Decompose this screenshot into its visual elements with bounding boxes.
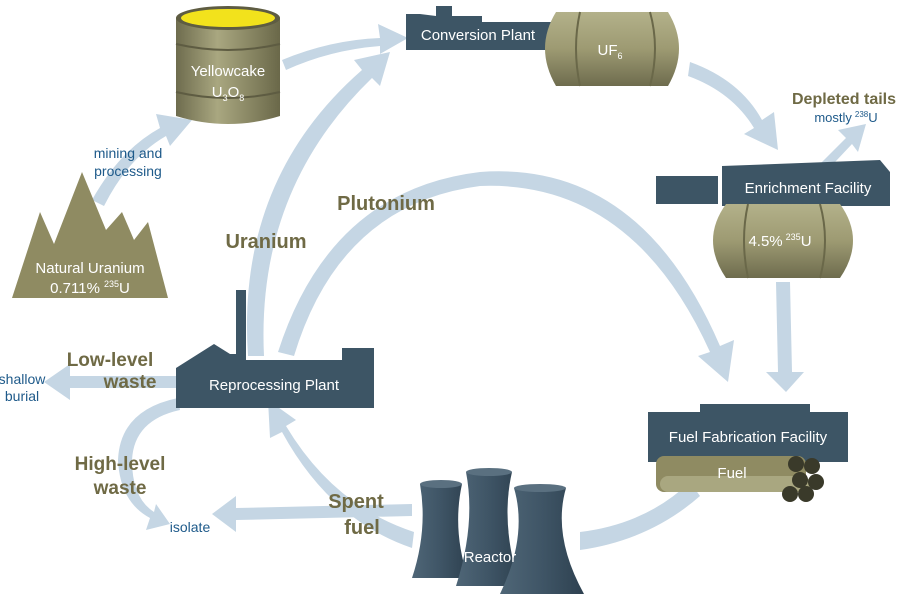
mining-label-line2: processing xyxy=(94,163,162,179)
arrow-fabrication-reactor xyxy=(580,482,700,550)
uranium-label: Uranium xyxy=(225,231,306,253)
arrow-low-level xyxy=(44,364,178,400)
reactor-label: Reactor xyxy=(464,549,517,566)
low-level-label-line1: Low-level xyxy=(67,350,154,371)
shallow-label-line2: burial xyxy=(5,388,39,404)
yellowcake-formula: U3O8 xyxy=(212,84,245,103)
spent-fuel-label-line2: fuel xyxy=(344,517,380,539)
enriched-tank: 4.5%235U xyxy=(713,203,853,279)
fuel-rods: Fuel xyxy=(656,456,824,502)
arrow-plutonium xyxy=(278,171,734,382)
fuel-label: Fuel xyxy=(717,465,746,482)
reprocessing-plant-label: Reprocessing Plant xyxy=(209,377,340,394)
low-level-label-line2: waste xyxy=(103,372,157,393)
arrow-conversion-enrichment xyxy=(688,62,778,150)
natural-uranium-mountain: Natural Uranium 0.711%235U xyxy=(12,172,168,298)
enrichment-facility: Enrichment Facility xyxy=(656,160,890,206)
arrow-spent-fuel xyxy=(268,400,414,548)
arrow-yellowcake-conversion xyxy=(282,24,408,70)
natural-uranium-label: Natural Uranium xyxy=(35,260,144,277)
high-level-label-line1: High-level xyxy=(75,454,166,475)
plutonium-label: Plutonium xyxy=(337,193,435,215)
shallow-label-line1: shallow xyxy=(0,371,46,387)
enriched-tank-label: 4.5%235U xyxy=(748,232,811,250)
conversion-plant-label: Conversion Plant xyxy=(421,27,536,44)
yellowcake-label: Yellowcake xyxy=(191,63,266,80)
natural-uranium-value: 0.711%235U xyxy=(50,279,130,297)
arrow-isolate xyxy=(212,496,412,532)
uf6-label: UF6 xyxy=(597,42,622,61)
spent-fuel-label-line1: Spent xyxy=(328,491,384,513)
arrow-uranium xyxy=(246,52,390,356)
yellowcake-drum: Yellowcake U3O8 xyxy=(175,6,281,124)
arrow-mining xyxy=(92,114,192,206)
arrow-enrichment-fabrication xyxy=(766,282,804,392)
enrichment-facility-label: Enrichment Facility xyxy=(745,180,872,197)
high-level-label-line2: waste xyxy=(93,478,147,499)
depleted-tails-label: Depleted tails xyxy=(792,91,896,108)
isolate-label: isolate xyxy=(170,519,211,535)
uf6-tank: UF6 xyxy=(545,11,679,87)
conversion-plant: Conversion Plant xyxy=(406,6,554,50)
yellowcake-surface xyxy=(181,9,275,27)
reprocessing-plant: Reprocessing Plant xyxy=(176,290,374,408)
mining-label-line1: mining and xyxy=(94,145,163,161)
arrow-high-level xyxy=(118,398,180,530)
reactor-towers: Reactor xyxy=(412,468,584,594)
fuel-fabrication-label: Fuel Fabrication Facility xyxy=(669,429,828,446)
fuel-fabrication-facility: Fuel Fabrication Facility xyxy=(648,404,848,462)
flow-arrows xyxy=(44,24,866,550)
